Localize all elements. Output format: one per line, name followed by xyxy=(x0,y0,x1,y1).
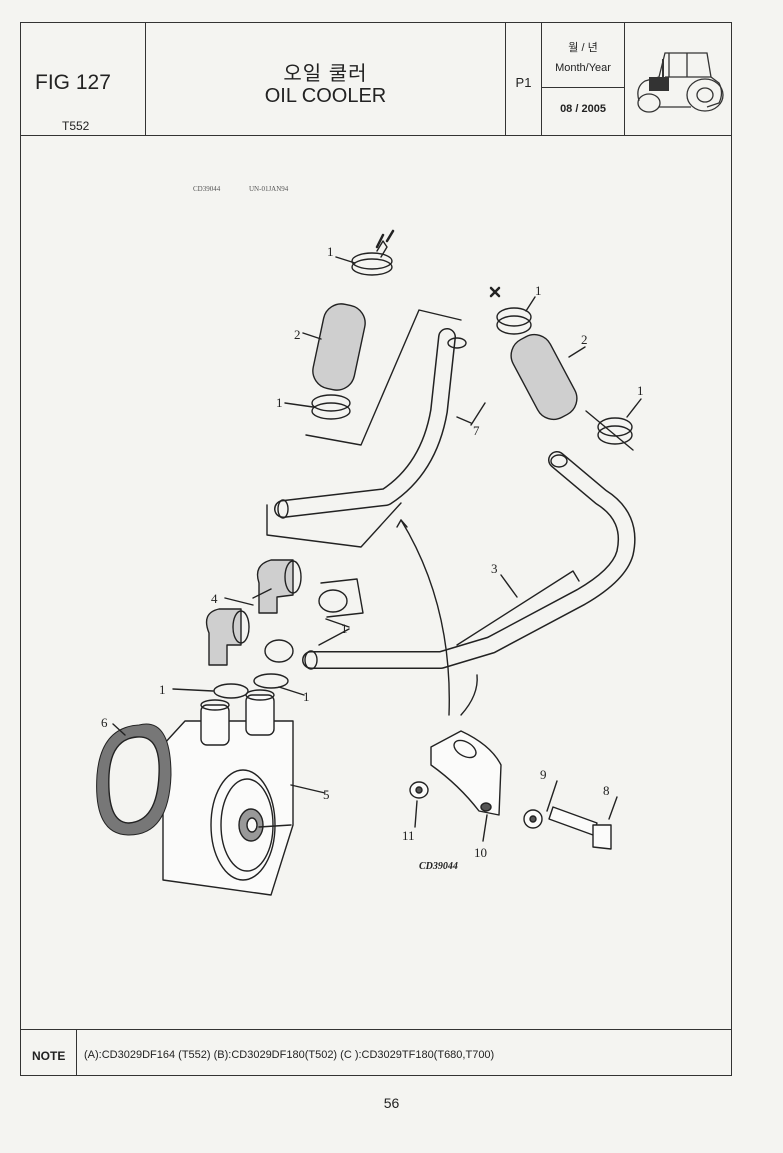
callout-3: 3 xyxy=(491,561,498,576)
callout-labels: 1 2 1 1 2 1 7 3 4 1 1 1 6 5 9 8 11 10 xyxy=(101,244,644,860)
fig-cell: FIG 127 T552 xyxy=(21,23,146,135)
figure-number: FIG 127 xyxy=(35,71,111,94)
date-cell: 월 / 년 Month/Year 08 / 2005 xyxy=(542,23,625,135)
upper-left-hose-group xyxy=(305,229,462,446)
callout-7: 7 xyxy=(473,423,480,438)
tractor-cell xyxy=(625,23,731,135)
hose-clamp xyxy=(351,252,393,270)
month-year-korean: 월 / 년 xyxy=(568,42,598,54)
note-row: NOTE (A):CD3029DF164 (T552) (B):CD3029DF… xyxy=(21,1029,731,1076)
month-year-english: Month/Year xyxy=(555,62,611,74)
oil-cooler-body xyxy=(162,689,294,896)
date-value: 08 / 2005 xyxy=(560,103,606,115)
callout-1g: 1 xyxy=(303,689,310,704)
callout-2a: 2 xyxy=(294,327,301,342)
hose xyxy=(510,333,578,421)
upper-right-hose-group xyxy=(489,286,634,451)
title-cell: 오일 쿨러 OIL COOLER xyxy=(146,23,506,135)
hose xyxy=(312,303,366,391)
callout-11: 11 xyxy=(402,828,415,843)
bracket-assembly xyxy=(409,730,612,850)
page-ref: P1 xyxy=(515,75,532,90)
gasket xyxy=(96,723,172,836)
exploded-view: 1 2 1 1 2 1 7 3 4 1 1 1 6 5 9 8 11 10 xyxy=(96,229,644,896)
model-code: T552 xyxy=(62,119,90,133)
hose-clamp xyxy=(311,394,351,412)
callout-1f: 1 xyxy=(159,682,166,697)
hose-clamp xyxy=(597,417,633,437)
callout-2b: 2 xyxy=(581,332,588,347)
callout-8: 8 xyxy=(603,783,610,798)
title-english: OIL COOLER xyxy=(264,85,387,107)
callout-1b: 1 xyxy=(276,395,283,410)
hose-clamp xyxy=(318,589,348,613)
date-divider xyxy=(542,87,624,88)
header: FIG 127 T552 오일 쿨러 OIL COOLER P1 월 / 년 M… xyxy=(21,23,731,136)
callout-1c: 1 xyxy=(535,283,542,298)
title-korean: 오일 쿨러 xyxy=(283,63,368,85)
drawing-code-right: UN-01JAN94 xyxy=(249,185,289,193)
assembly-arrow xyxy=(400,519,450,716)
callout-1e: 1 xyxy=(341,621,348,636)
page-ref-cell: P1 xyxy=(506,23,542,135)
tube-7 xyxy=(266,328,467,548)
hose-clamp xyxy=(264,639,294,663)
drawing-reference-code: CD39044 xyxy=(419,861,458,872)
tractor-icon xyxy=(637,52,724,113)
page-number: 56 xyxy=(383,1095,400,1111)
callout-5: 5 xyxy=(323,787,330,802)
callout-6: 6 xyxy=(101,715,108,730)
parts-diagram: CD39044 UN-01JAN94 xyxy=(21,135,731,1029)
callout-1d: 1 xyxy=(637,383,644,398)
drawing-code-left: CD39044 xyxy=(193,185,221,193)
elbow-fittings xyxy=(205,559,364,699)
callout-10: 10 xyxy=(474,845,487,860)
note-label: NOTE xyxy=(21,1030,77,1076)
hose-clamp xyxy=(496,307,532,327)
tube-3 xyxy=(302,451,636,670)
page-frame: FIG 127 T552 오일 쿨러 OIL COOLER P1 월 / 년 M… xyxy=(20,22,732,1076)
callout-4: 4 xyxy=(211,591,218,606)
callout-1a: 1 xyxy=(327,244,334,259)
note-text: (A):CD3029DF164 (T552) (B):CD3029DF180(T… xyxy=(84,1049,495,1061)
callout-9: 9 xyxy=(540,767,547,782)
